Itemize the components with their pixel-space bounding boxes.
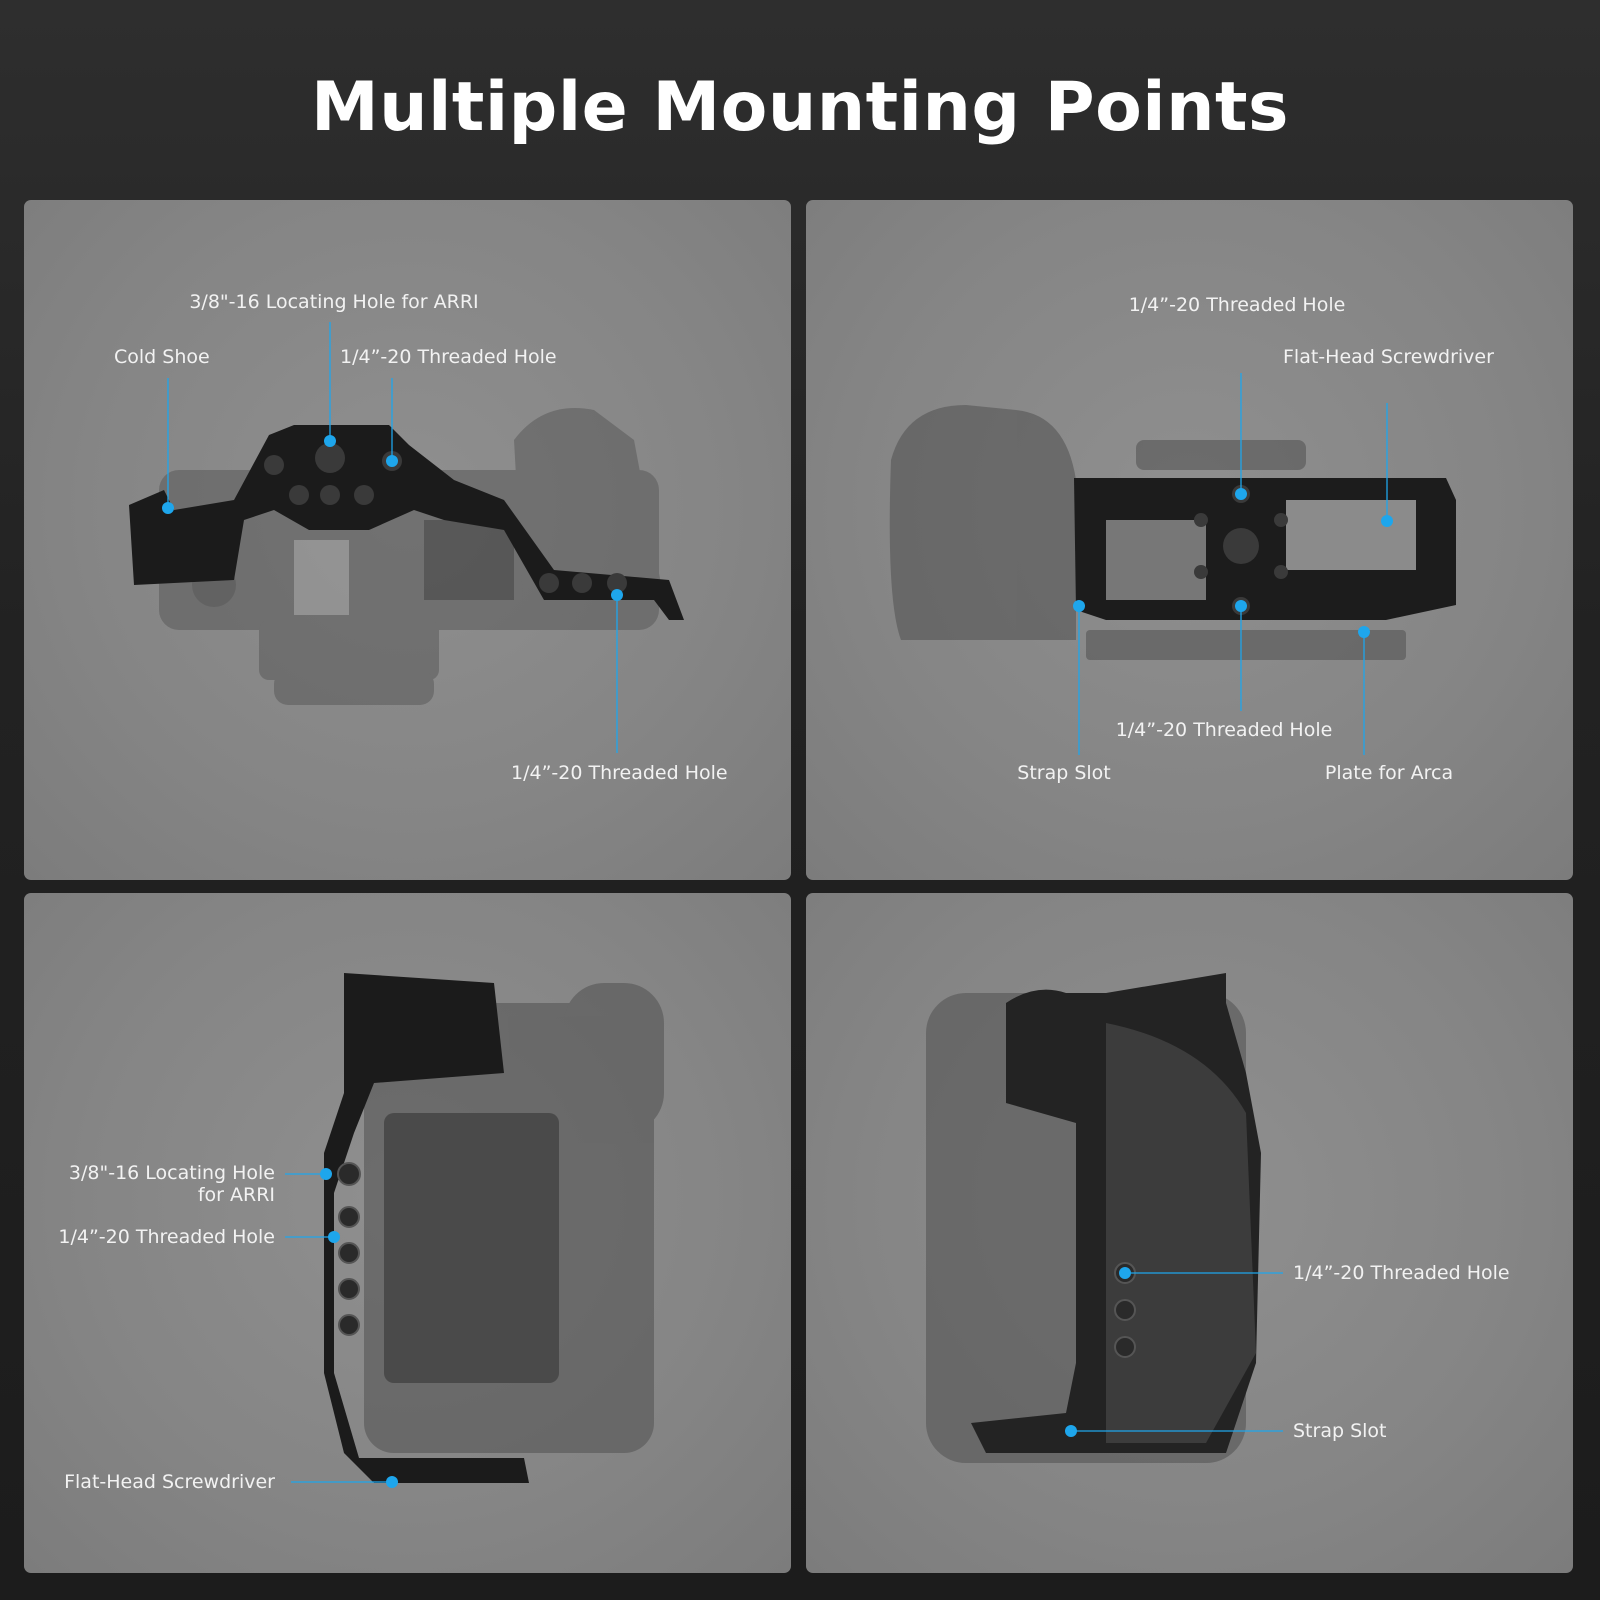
callout-lines	[1071, 1272, 1283, 1432]
label-arri-hole-line2: for ARRI	[197, 1184, 275, 1206]
label-arri-hole-line1: 3/8"-16 Locating Hole	[68, 1162, 275, 1184]
camera-top-view-image	[129, 322, 684, 753]
label-arri-hole: 3/8"-16 Locating Hole for ARRI	[189, 291, 479, 313]
panel-top-view: 3/8"-16 Locating Hole for ARRI Cold Shoe…	[24, 200, 791, 880]
callout-lines	[1078, 373, 1388, 755]
label-threaded-hole-bottom: 1/4”-20 Threaded Hole	[1115, 719, 1333, 741]
label-strap-slot: Strap Slot	[1293, 1420, 1387, 1442]
label-threaded-hole-top: 1/4”-20 Threaded Hole	[340, 346, 557, 368]
callout-lines	[285, 1173, 392, 1483]
panel-bottom-view: 1/4”-20 Threaded Hole Flat-Head Screwdri…	[806, 200, 1573, 880]
callout-dots	[162, 435, 623, 601]
label-threaded-hole: 1/4”-20 Threaded Hole	[1293, 1262, 1510, 1284]
callout-dots	[1065, 1267, 1131, 1437]
callout-dots	[320, 1168, 398, 1488]
panel-right-view: 1/4”-20 Threaded Hole Strap Slot	[806, 893, 1573, 1573]
camera-left-view-image	[285, 973, 664, 1488]
panel-left-view: 3/8"-16 Locating Hole for ARRI 1/4”-20 T…	[24, 893, 791, 1573]
label-strap-slot: Strap Slot	[1017, 762, 1111, 784]
label-cold-shoe: Cold Shoe	[114, 346, 210, 368]
callout-lines	[167, 322, 618, 753]
camera-bottom-view-image	[889, 373, 1456, 755]
label-flat-head-screwdriver: Flat-Head Screwdriver	[64, 1471, 275, 1493]
label-threaded-hole-bottom: 1/4”-20 Threaded Hole	[511, 762, 728, 784]
camera-right-view-image	[926, 973, 1283, 1463]
label-flat-head-screwdriver: Flat-Head Screwdriver	[1283, 346, 1494, 368]
callout-dots	[1073, 488, 1393, 638]
label-threaded-hole: 1/4”-20 Threaded Hole	[58, 1226, 275, 1248]
page-title: Multiple Mounting Points	[310, 68, 1289, 147]
label-threaded-hole-top: 1/4”-20 Threaded Hole	[1128, 294, 1346, 316]
label-plate-for-arca: Plate for Arca	[1324, 762, 1454, 784]
label-arri-hole: 3/8"-16 Locating Hole for ARRI	[69, 1162, 275, 1206]
